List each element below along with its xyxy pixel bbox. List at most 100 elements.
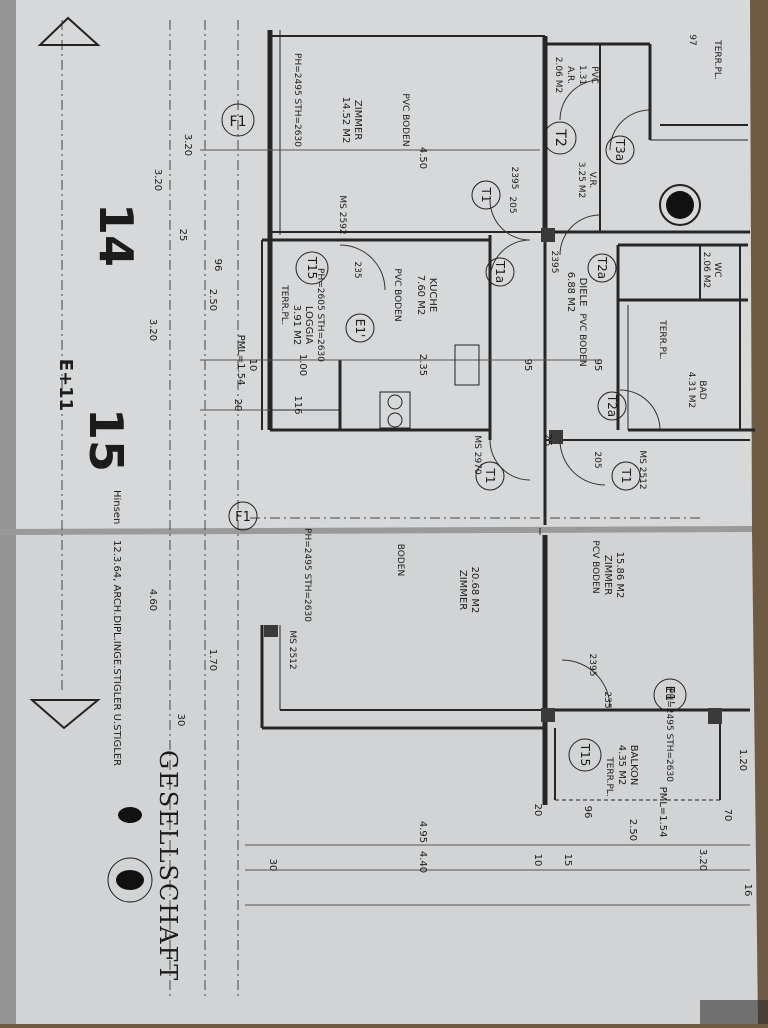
dim: 1.00: [297, 354, 308, 376]
chimney-fill-icon: [666, 191, 694, 219]
dim: 16: [742, 884, 753, 897]
dim: 20: [232, 399, 243, 412]
room-heights: PH=2495 STH=2630: [302, 528, 312, 622]
room-zimmer-mid: ZIMMER 20.68 M2 BODEN PH=2495 STH=2630: [302, 528, 480, 622]
room-kuche: KUCHE 7.60 M2 PVC BODEN: [392, 268, 438, 321]
dimension-texts: 3.20 3.20 3.20 3.20 2.50 2.50 4.50 4.60 …: [147, 134, 753, 897]
room-area: 2.06 M2: [553, 57, 563, 93]
room-heights: PH=2605 STH=2630: [315, 268, 325, 362]
door-tag: T2a: [605, 394, 619, 417]
dim: 4.50: [417, 147, 428, 169]
room-floor: TERR.PL.: [657, 319, 667, 360]
paper-upper-sheet: [0, 0, 752, 532]
dim: 116: [292, 395, 303, 414]
legend-date-line: 12.3.64, ARCH.DIPL.INGE.STIGLER U.STIGLE…: [111, 540, 122, 766]
room-diele: DIELE 6.88 M2 PVC BODEN: [565, 272, 588, 367]
grid-bubbles: [221, 103, 687, 772]
room-area: 7.60 M2: [415, 275, 426, 315]
dim: 10: [532, 854, 543, 867]
dim-height: 205: [507, 196, 517, 213]
dim-pml: PML=1.54: [235, 335, 246, 386]
dim: 95: [592, 359, 603, 372]
door-tag: T2a: [595, 256, 609, 279]
room-ar: PVC 1.31 A.R. 2.06 M2: [553, 57, 599, 93]
room-floor: PCV BODEN: [590, 540, 600, 593]
fold-line: [0, 526, 753, 535]
dim-height: 2395: [587, 654, 597, 677]
room-area: 3.25 M2: [576, 162, 586, 198]
dim: 96: [212, 259, 223, 272]
room-loggia: PH=2605 STH=2630 LOGGIA 3.91 M2 TERR.PL.: [279, 268, 325, 362]
dim: 96: [582, 806, 593, 819]
chimney-icon: [659, 184, 701, 226]
room-floor: PVC BODEN: [392, 268, 402, 321]
door-tags: T1 T1 T1 T1a T2 T2a T2a T3a T15 T15 E1' …: [305, 128, 677, 766]
dim: 25: [542, 434, 553, 447]
room-name: LOGGIA: [303, 306, 314, 345]
door-tag: T3a: [613, 138, 627, 161]
redaction-mark-small-icon: [118, 807, 142, 823]
room-name: ZIMMER: [602, 555, 613, 595]
dim-ms: MS 2512: [637, 450, 647, 489]
dim: 4.60: [147, 589, 158, 611]
redaction-mark-icon: [116, 870, 144, 890]
stamp-circle-icon: [107, 857, 153, 903]
dim: 95: [522, 359, 533, 372]
dim: 3.20: [152, 169, 163, 191]
door-swings: [339, 79, 661, 709]
door-tag: T1a: [493, 260, 507, 283]
room-zimmer-top: ZIMMER 14.52 M2 PVC BODEN PH=2495 STH=26…: [292, 53, 410, 147]
page-edge-shadow: [0, 0, 16, 1024]
room-name: KUCHE: [427, 278, 438, 312]
room-name: ZIMMER: [352, 100, 363, 140]
room-area: 15.86 M2: [614, 552, 625, 599]
room-floor: PVC: [589, 66, 599, 84]
room-zimmer-right: ZIMMER 15.86 M2 PCV BODEN: [590, 540, 625, 598]
paper-lower-sheet: [0, 530, 758, 1024]
dim: 2.50: [627, 819, 638, 841]
axis-marker-bottom: [29, 699, 101, 730]
room-name: WC: [712, 262, 722, 277]
room-name: A.R.: [565, 66, 575, 84]
dim: 3.20: [182, 134, 193, 156]
door-tag: T1: [483, 468, 497, 484]
room-floor: PVC BODEN: [400, 93, 410, 146]
axis-lines: [61, 20, 700, 1000]
room-floor: BODEN: [395, 544, 405, 576]
axis-marker-top: [37, 16, 101, 46]
stove-icon: [379, 391, 411, 429]
room-heights: PH=2495 STH=2630: [664, 688, 674, 782]
dim-height: 205: [592, 451, 602, 468]
room-area: 14.52 M2: [340, 97, 351, 144]
dim-pml: PML=1.54: [657, 787, 668, 838]
room-floor: PVC BODEN: [577, 313, 587, 366]
legend-prefix: Hinsen: [111, 490, 122, 524]
room-area: 6.88 M2: [565, 272, 576, 312]
room-floor: TERR.PL.: [604, 756, 614, 797]
room-heights: PH=2495 STH=2630: [292, 53, 302, 147]
walls: [260, 30, 755, 805]
dim: 3.20: [697, 849, 708, 871]
room-name: ZIMMER: [457, 570, 468, 610]
bottom-edge-shadow: [700, 1000, 768, 1024]
dim: 4.40: [417, 851, 428, 873]
dim-height: 2395: [549, 251, 559, 274]
dim-height: 235: [602, 691, 612, 708]
dim: 2.35: [417, 354, 428, 376]
room-name: BAD: [697, 380, 707, 399]
room-name: V.R.: [587, 172, 597, 189]
dim: 30: [175, 714, 186, 727]
room-area: 20.68 M2: [469, 567, 480, 614]
axis-label-14: 14: [89, 203, 143, 267]
columns: [264, 228, 722, 724]
dim: 4.95: [417, 821, 428, 843]
room-bad: BAD 4.31 M2 TERR.PL.: [657, 319, 707, 408]
dim: 70: [722, 809, 733, 822]
room-name: DIELE: [577, 278, 588, 307]
door-tag: T1: [619, 468, 633, 484]
dim: 10: [247, 359, 258, 372]
dim: 30: [267, 859, 278, 872]
door-tag: T15: [578, 743, 592, 767]
room-area: 3.91 M2: [291, 305, 302, 345]
